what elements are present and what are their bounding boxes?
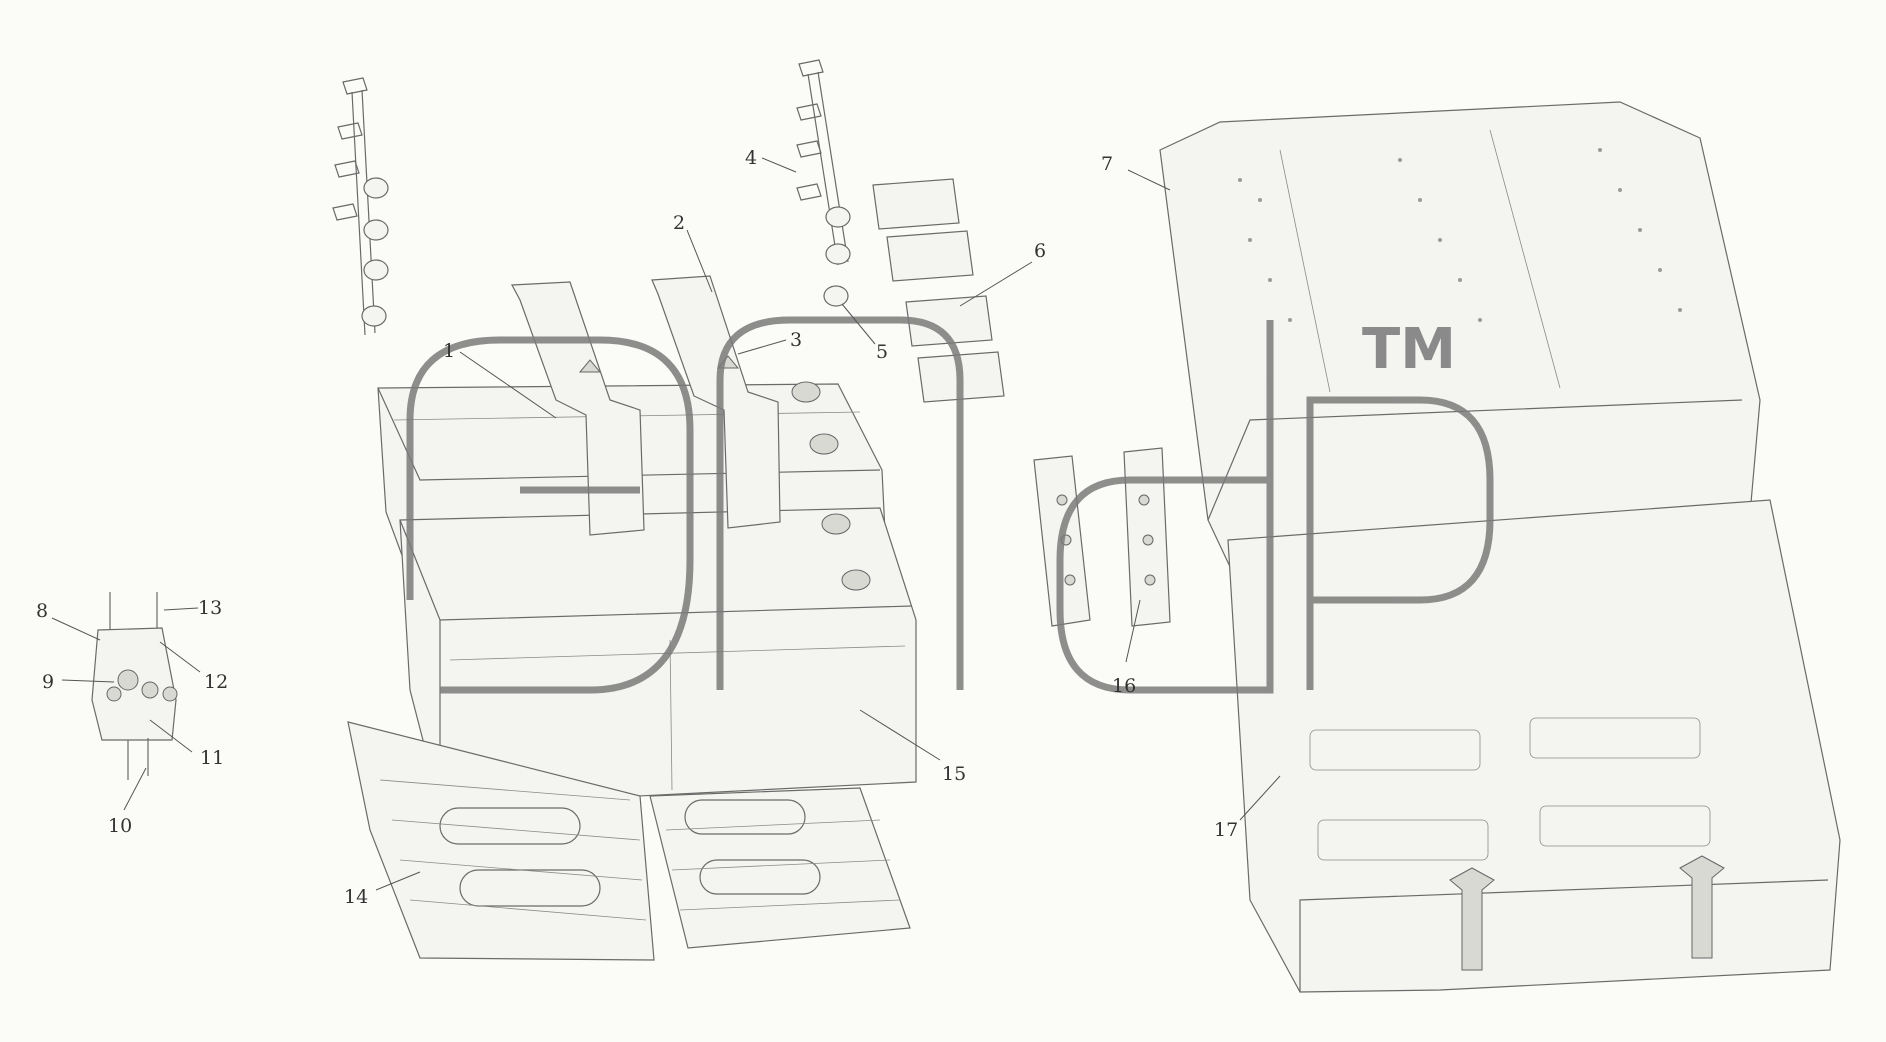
battery-tray bbox=[347, 721, 911, 961]
callout-14: 14 bbox=[344, 886, 368, 908]
leader-lines bbox=[51, 157, 1281, 891]
callout-9: 9 bbox=[42, 671, 54, 693]
callout-12: 12 bbox=[204, 671, 228, 693]
callout-6: 6 bbox=[1034, 240, 1046, 262]
trademark-label: TM bbox=[1362, 317, 1456, 382]
spacer-pads bbox=[872, 178, 1005, 403]
terminal-bracket bbox=[91, 592, 178, 780]
callout-7: 7 bbox=[1101, 153, 1113, 175]
battery-box-frame bbox=[1227, 499, 1841, 993]
callout-10: 10 bbox=[108, 815, 132, 837]
callout-13: 13 bbox=[198, 597, 222, 619]
battery-assembly bbox=[377, 381, 917, 807]
callout-5: 5 bbox=[876, 341, 888, 363]
bolt-column-middle bbox=[796, 59, 851, 307]
mounting-strips bbox=[1033, 447, 1171, 627]
callout-2: 2 bbox=[673, 212, 685, 234]
callout-1: 1 bbox=[443, 340, 455, 362]
callout-4: 4 bbox=[745, 147, 757, 169]
callout-8: 8 bbox=[36, 600, 48, 622]
callout-16: 16 bbox=[1112, 675, 1136, 697]
callout-17: 17 bbox=[1214, 819, 1238, 841]
bolt-column-left bbox=[332, 77, 389, 336]
callout-3: 3 bbox=[790, 329, 802, 351]
callout-11: 11 bbox=[200, 747, 224, 769]
vent-pattern bbox=[1238, 148, 1682, 322]
callout-labels: 1 2 3 4 5 6 7 8 9 10 11 12 13 14 15 16 1… bbox=[36, 147, 1238, 908]
callout-15: 15 bbox=[942, 763, 966, 785]
watermark-logo: TM bbox=[406, 316, 1494, 694]
